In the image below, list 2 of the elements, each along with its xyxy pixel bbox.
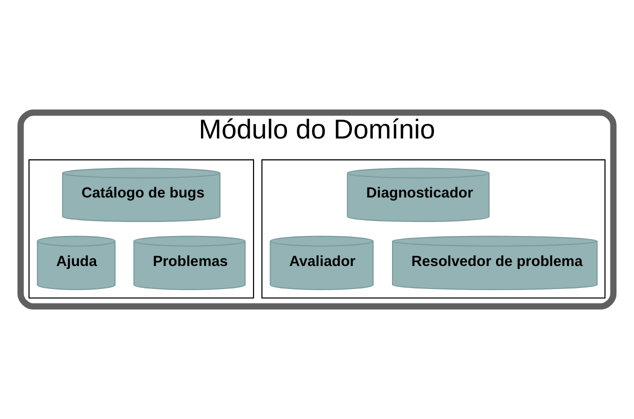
cluster bbox=[28, 159, 254, 299]
cluster bbox=[261, 159, 606, 299]
